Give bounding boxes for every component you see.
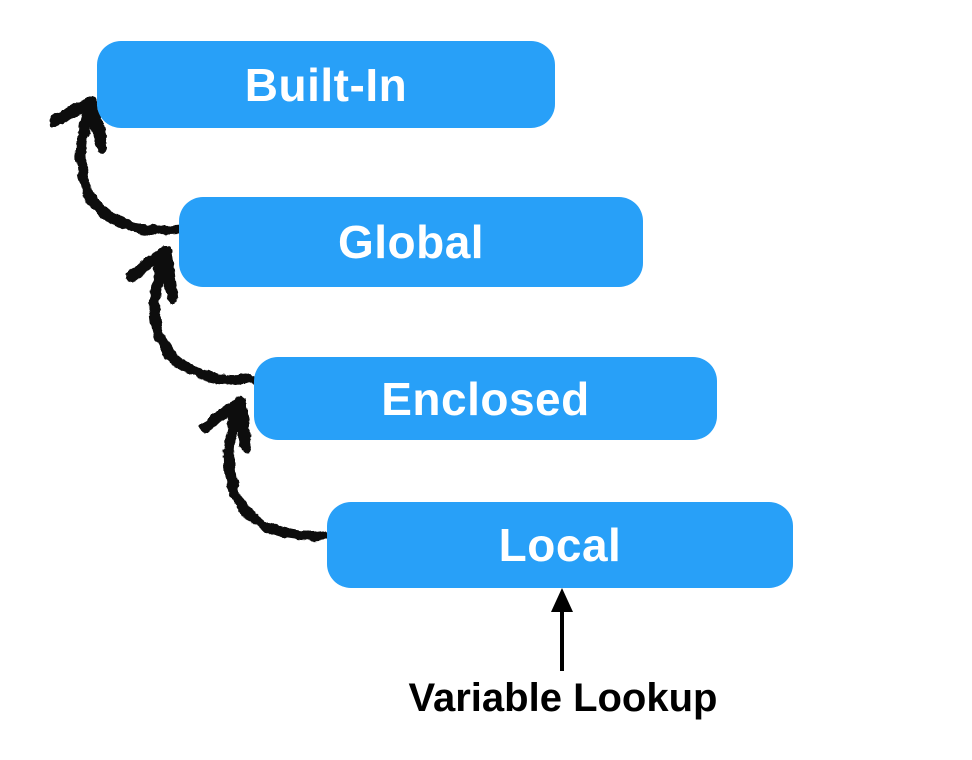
scope-box-local: Local: [327, 502, 793, 588]
caption-variable-lookup: Variable Lookup: [408, 676, 718, 720]
scope-box-enclosed: Enclosed: [254, 357, 717, 440]
scope-box-global: Global: [179, 197, 643, 287]
scope-box-enclosed-label: Enclosed: [381, 372, 590, 425]
scope-box-built-in: Built-In: [97, 41, 555, 128]
scope-box-global-label: Global: [337, 216, 485, 268]
scope-box-built-in-label: Built-In: [244, 58, 408, 111]
lookup-arrow: [551, 588, 573, 671]
scope-box-local-label: Local: [498, 519, 622, 571]
